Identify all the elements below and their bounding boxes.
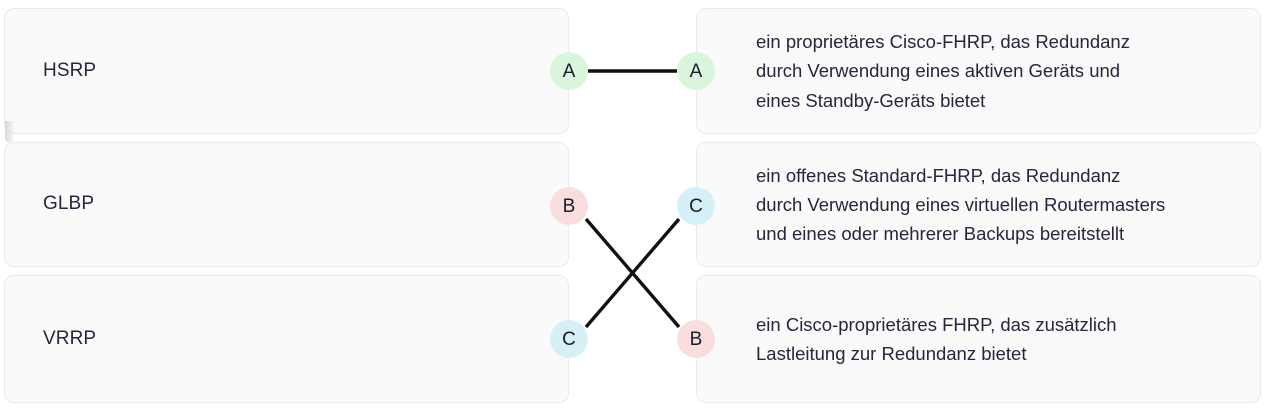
term-label: HSRP	[43, 59, 97, 81]
term-card-2[interactable]: GLBP	[4, 142, 569, 267]
definition-card-1[interactable]: ein proprietäres Cisco-FHRP, das Redunda…	[696, 8, 1261, 134]
endpoint-node-label: B	[689, 328, 703, 350]
connector-line-c	[584, 217, 681, 329]
definition-text: ein Cisco-proprietäres FHRP, das zusätzl…	[756, 313, 1117, 364]
endpoint-node-left-1[interactable]: A	[550, 52, 588, 90]
endpoint-node-left-2[interactable]: B	[550, 187, 588, 225]
endpoint-node-right-2[interactable]: C	[677, 187, 715, 225]
definition-card-3[interactable]: ein Cisco-proprietäres FHRP, das zusätzl…	[696, 275, 1261, 403]
definition-text: ein offenes Standard-FHRP, das Redundanz…	[756, 164, 1166, 245]
term-card-3[interactable]: VRRP	[4, 275, 569, 403]
connector-line-b	[584, 217, 681, 329]
definition-text: ein proprietäres Cisco-FHRP, das Redunda…	[756, 31, 1130, 111]
term-card-1[interactable]: HSRP	[4, 8, 569, 143]
term-label: GLBP	[43, 193, 95, 215]
endpoint-node-label: A	[562, 60, 576, 82]
endpoint-node-label: C	[689, 195, 703, 217]
endpoint-node-label: B	[562, 195, 576, 217]
definition-card-2[interactable]: ein offenes Standard-FHRP, das Redundanz…	[696, 142, 1261, 267]
card-shadow-artifact	[5, 121, 15, 143]
term-label: VRRP	[43, 327, 97, 349]
endpoint-node-right-1[interactable]: A	[677, 52, 715, 90]
endpoint-node-label: C	[562, 328, 576, 350]
endpoint-node-right-3[interactable]: B	[677, 320, 715, 358]
endpoint-node-left-3[interactable]: C	[550, 320, 588, 358]
endpoint-node-label: A	[689, 60, 703, 82]
